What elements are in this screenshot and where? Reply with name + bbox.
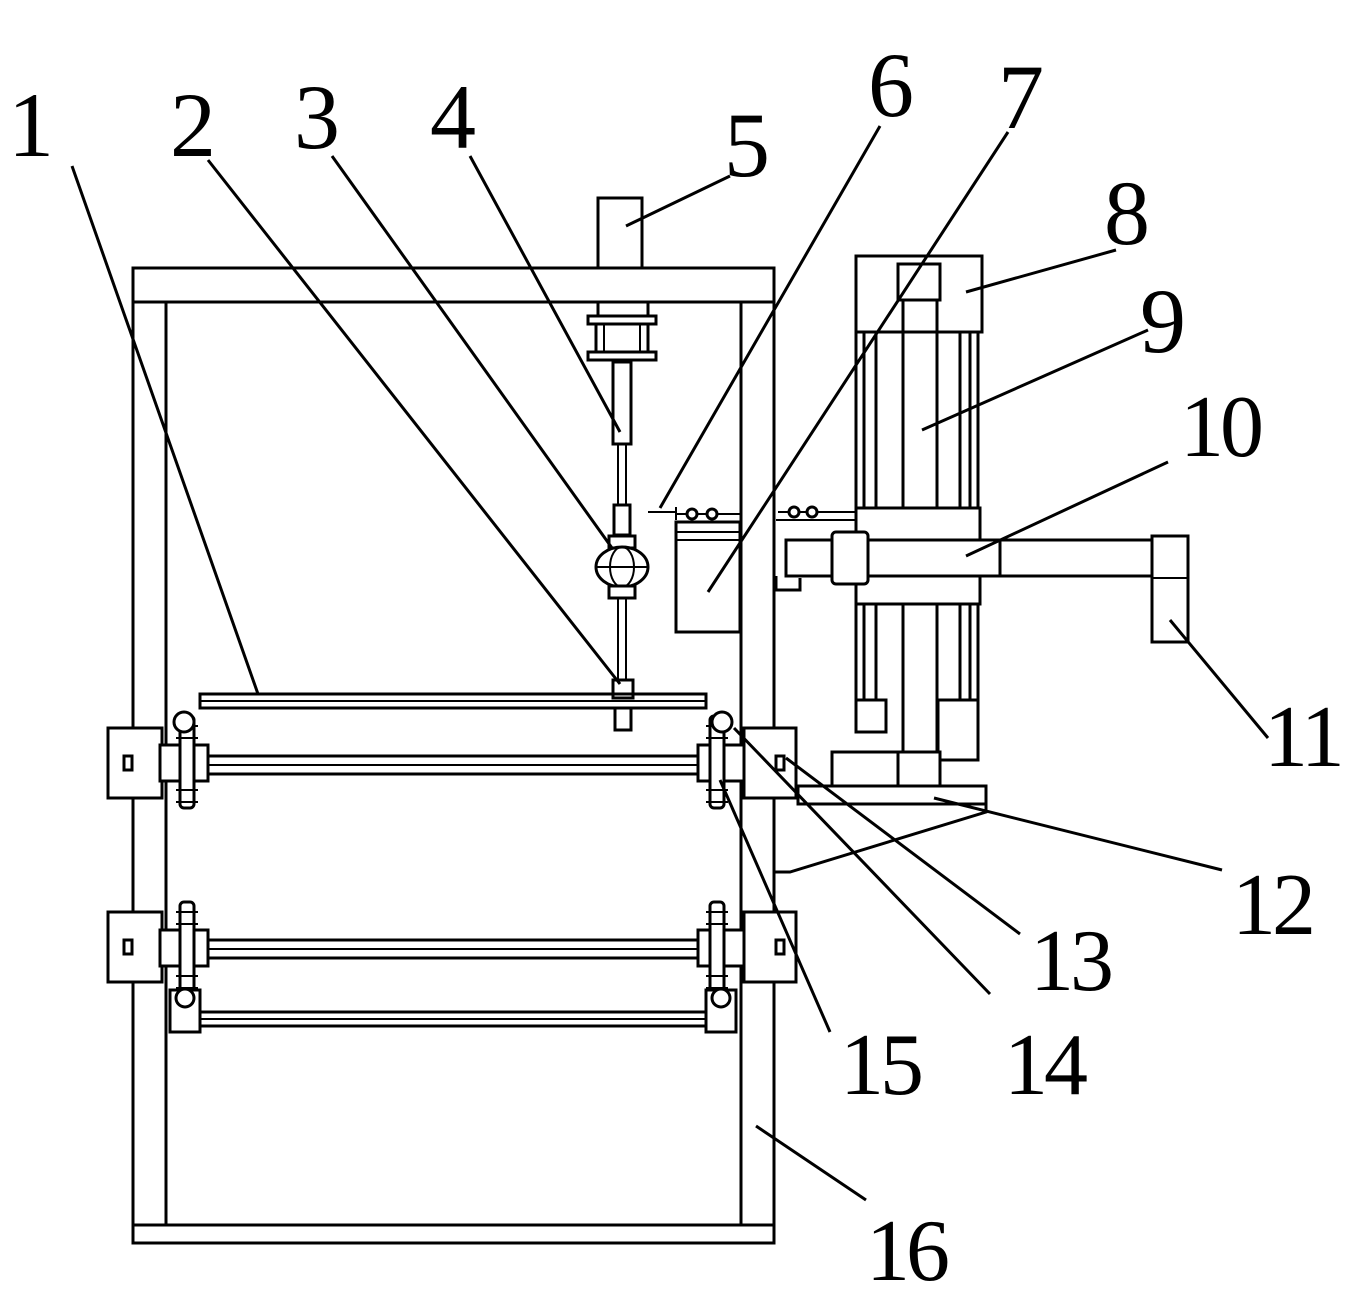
top-motor [596, 196, 644, 270]
callout-2: 2 [170, 74, 216, 176]
callout-5: 5 [724, 94, 770, 196]
end-tool [1150, 534, 1190, 644]
telescopic-rod [611, 360, 633, 537]
callout-1: 1 [8, 74, 54, 176]
callout-3: 3 [294, 66, 340, 168]
callout-4: 4 [430, 66, 476, 168]
connector-block [611, 678, 635, 732]
callout-numbers: 1 2 3 4 5 6 7 8 9 10 11 12 13 14 15 16 [8, 34, 1345, 1296]
callout-11: 11 [1264, 689, 1341, 786]
gear-left-lower [176, 900, 198, 996]
side-box [674, 520, 742, 634]
callout-16: 16 [866, 1203, 948, 1296]
gear-left-upper [172, 710, 198, 810]
callout-9: 9 [1140, 270, 1186, 372]
callout-15: 15 [840, 1017, 921, 1114]
gear-right-lower [706, 900, 728, 996]
top-bracket [586, 302, 658, 362]
column-base [774, 698, 988, 874]
callout-12: 12 [1232, 857, 1312, 954]
lower-roller [106, 900, 798, 996]
ball-joint [594, 534, 650, 680]
callout-8: 8 [1104, 162, 1150, 264]
nozzle-pipe [648, 507, 740, 521]
upper-plate [198, 692, 708, 710]
callout-10: 10 [1180, 379, 1261, 476]
callout-7: 7 [998, 46, 1044, 148]
callout-6: 6 [868, 34, 914, 136]
lower-plate [168, 987, 738, 1034]
column-top-block [854, 254, 984, 334]
upper-roller [106, 710, 798, 810]
callout-14: 14 [1004, 1017, 1087, 1114]
leader-lines [70, 125, 1270, 1202]
callout-13: 13 [1030, 913, 1111, 1010]
horizontal-arm [774, 505, 1160, 592]
gear-right-upper [706, 710, 734, 810]
